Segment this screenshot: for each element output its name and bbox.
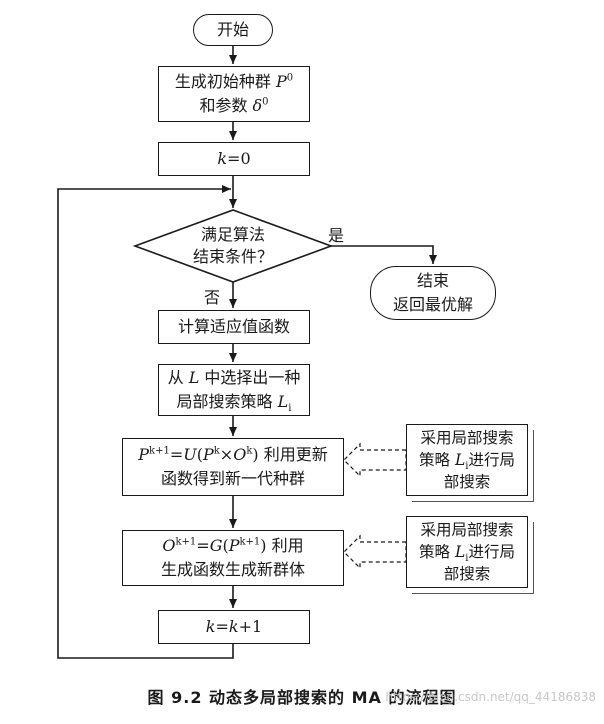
watermark: https://blog.csdn.net/qq_44186838 <box>385 690 596 704</box>
decision-label: 满足算法 结束条件？ <box>192 225 273 266</box>
update-line1: Pk+1=U(Pk×Ok) 利用更新 <box>138 445 328 464</box>
select-line1: 从 L 中选择出一种 <box>167 368 301 387</box>
generate-line2: 生成函数生成新群体 <box>160 560 305 579</box>
update-process: Pk+1=U(Pk×Ok) 利用更新 函数得到新一代种群 <box>122 438 344 496</box>
increment-label: k=k+1 <box>205 617 263 636</box>
yes-label: 是 <box>328 226 345 245</box>
increment-process: k=k+1 <box>158 610 310 644</box>
figure-caption: 图 9.2 动态多局部搜索的 MA 的流程图 <box>147 688 457 707</box>
init-process: 生成初始种群 P0 和参数 δ0 <box>158 66 310 122</box>
fitness-label: 计算适应值函数 <box>177 317 290 336</box>
k-init-label: k=0 <box>217 149 251 168</box>
select-process: 从 L 中选择出一种 局部搜索策略 Li <box>158 364 310 416</box>
select-line2: 局部搜索策略 Li <box>176 392 292 415</box>
fitness-process: 计算适应值函数 <box>158 310 310 344</box>
init-line2: 和参数 δ0 <box>199 96 269 115</box>
no-label: 否 <box>204 288 221 307</box>
start-terminal: 开始 <box>193 14 273 46</box>
end-terminal: 结束 返回最优解 <box>370 266 496 320</box>
end-line2: 返回最优解 <box>392 295 473 314</box>
decision-diamond <box>132 209 334 283</box>
arrow-yes-end <box>331 245 437 264</box>
end-line1: 结束 <box>416 271 449 290</box>
update-line2: 函数得到新一代种群 <box>160 469 305 488</box>
init-line1: 生成初始种群 P0 <box>174 72 294 91</box>
loop-back-line <box>57 185 234 659</box>
k-init-process: k=0 <box>158 142 310 176</box>
generate-process: Ok+1=G(Pk+1) 利用 生成函数生成新群体 <box>122 530 344 586</box>
note-local-search-2: 采用局部搜索 策略 Li进行局 部搜索 <box>406 516 528 588</box>
dashed-arrow-note2 <box>343 534 407 570</box>
note-local-search-1: 采用局部搜索 策略 Li进行局 部搜索 <box>406 424 528 496</box>
dashed-arrow-note1 <box>343 442 407 478</box>
start-label: 开始 <box>216 20 249 39</box>
generate-line1: Ok+1=G(Pk+1) 利用 <box>162 536 304 555</box>
